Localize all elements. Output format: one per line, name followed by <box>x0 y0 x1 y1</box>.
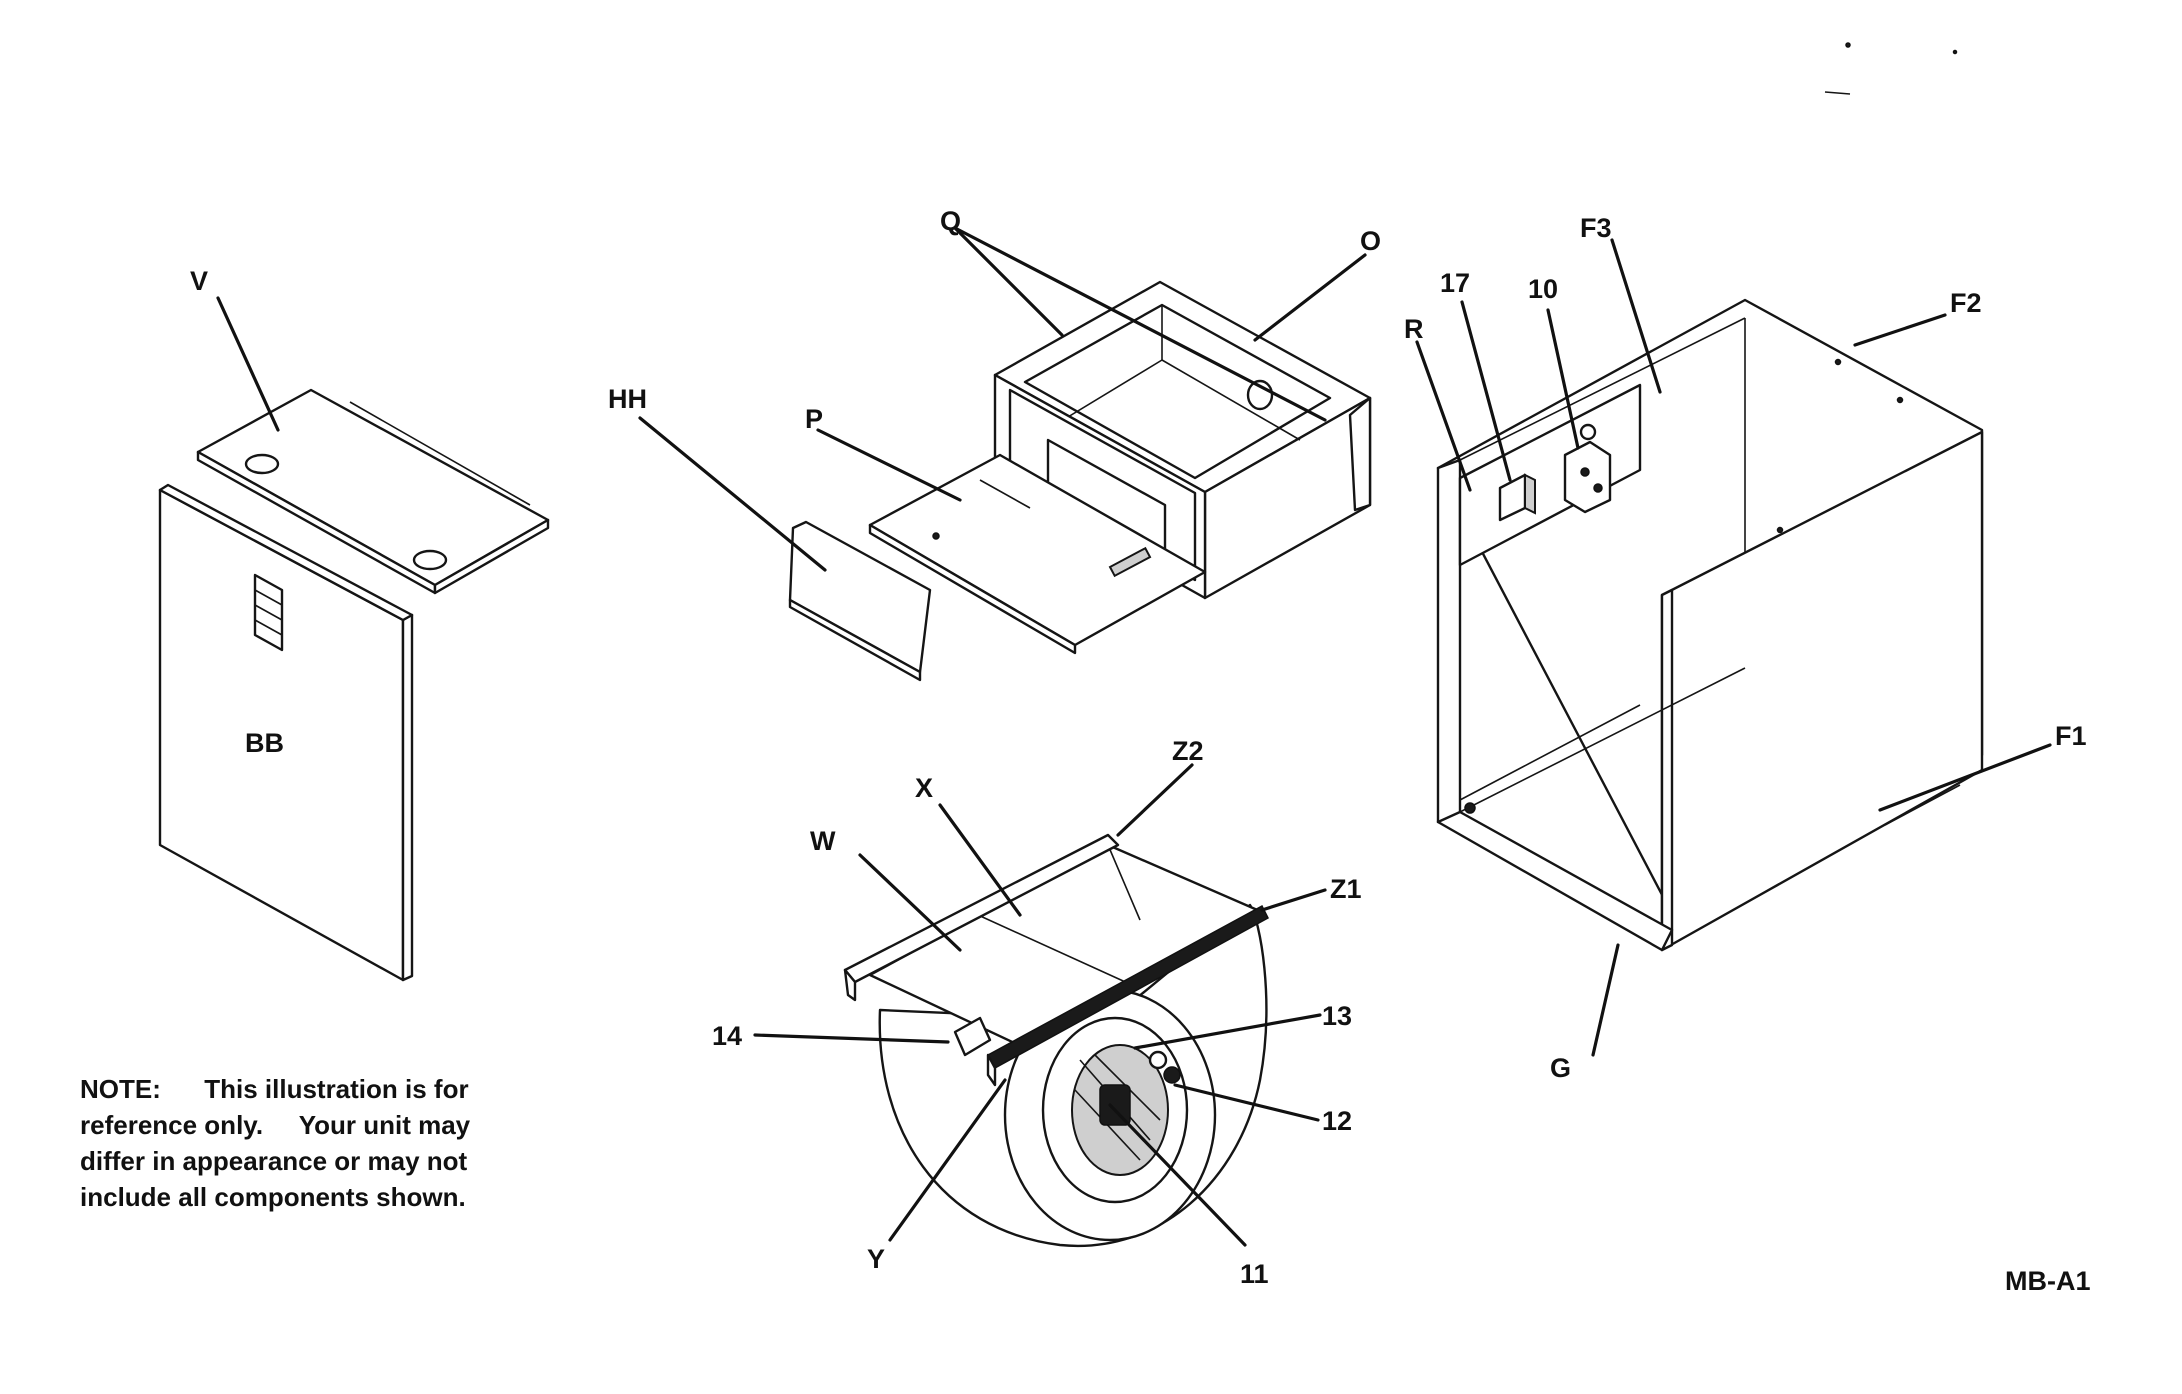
leader-lines <box>216 226 2052 1247</box>
note-line-2: reference only. Your unit may <box>80 1110 471 1140</box>
top-panel-v <box>196 388 550 595</box>
louver-vent <box>253 573 284 652</box>
component-17 <box>1498 473 1536 522</box>
label-bb: BB <box>245 728 284 758</box>
label-w: W <box>810 826 836 856</box>
blower-deck-assembly <box>868 280 1372 655</box>
label-o: O <box>1360 226 1381 256</box>
label-r: R <box>1404 314 1424 344</box>
label-v: V <box>190 266 208 296</box>
note-line-3: differ in appearance or may not <box>80 1146 468 1176</box>
label-y: Y <box>867 1244 885 1274</box>
label-10: 10 <box>1528 274 1558 304</box>
note-line-1: NOTE: This illustration is for <box>80 1074 469 1104</box>
label-f1: F1 <box>2055 721 2087 751</box>
motor-detail <box>1074 1050 1181 1161</box>
note-block: NOTE: This illustration is for reference… <box>80 1074 471 1212</box>
door-panel-bb <box>158 483 414 982</box>
note-line-4: include all components shown. <box>80 1182 466 1212</box>
figure-id: MB-A1 <box>2005 1266 2091 1296</box>
scan-specks <box>1824 42 1958 95</box>
label-hh: HH <box>608 384 647 414</box>
label-plate-hh <box>788 520 932 682</box>
label-q: Q <box>940 206 961 236</box>
label-12: 12 <box>1322 1106 1352 1136</box>
label-13: 13 <box>1322 1001 1352 1031</box>
label-14: 14 <box>712 1021 742 1051</box>
label-17: 17 <box>1440 268 1470 298</box>
label-11: 11 <box>1240 1259 1269 1289</box>
label-x: X <box>915 773 933 803</box>
cabinet-shell <box>1436 298 1984 952</box>
component-10 <box>1563 423 1612 514</box>
callout-labels: V BB HH P Q O R 17 10 F3 F2 F1 G X W Z2 … <box>190 206 2087 1289</box>
blower-assembly <box>843 833 1269 1248</box>
label-z2: Z2 <box>1172 736 1204 766</box>
label-z1: Z1 <box>1330 874 1362 904</box>
label-f3: F3 <box>1580 213 1612 243</box>
label-f2: F2 <box>1950 288 1982 318</box>
label-g: G <box>1550 1053 1571 1083</box>
label-p: P <box>805 404 823 434</box>
